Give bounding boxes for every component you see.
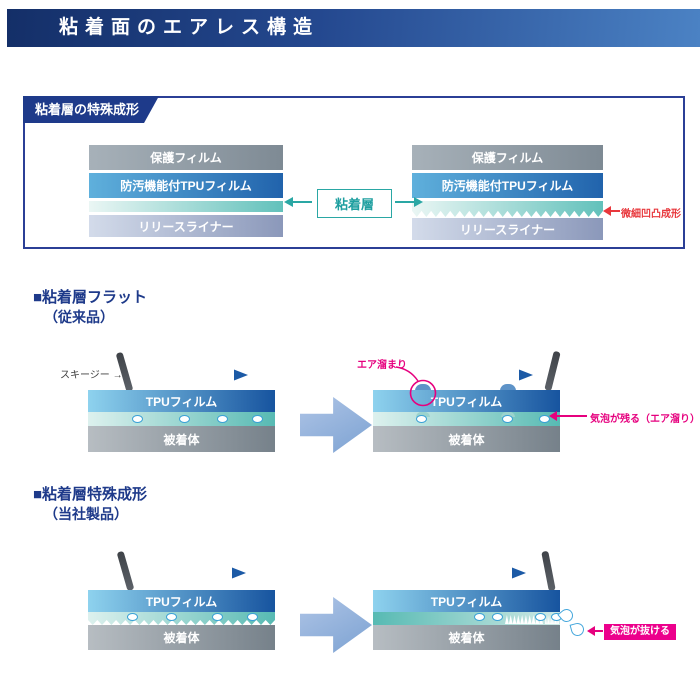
flow-arrow-icon <box>138 567 246 579</box>
substrate-label: 被着体 <box>163 631 200 645</box>
tpu-film-label: TPUフィルム <box>430 394 503 409</box>
block-arrow-icon <box>300 397 372 453</box>
tpu-film-layer: TPUフィルム <box>88 590 275 612</box>
adhesive-label-box: 粘着層 <box>317 189 392 218</box>
micro-texture-note: 微細凹凸成形 <box>621 209 681 220</box>
tpu-film-label: TPUフィルム <box>430 594 503 609</box>
air-bubble <box>416 415 427 423</box>
protect-film-label: 保護フィルム <box>471 151 544 165</box>
right-stack-release-liner-layer: リリースライナー <box>412 218 603 240</box>
left-stack-adhesive-layer <box>89 201 283 212</box>
air-bump-icon <box>500 384 516 391</box>
squeegee-icon <box>544 350 561 392</box>
bubble-remains-note: 気泡が残る（エア溜り） <box>590 414 700 425</box>
section-flat-subheading: （従来品） <box>44 309 114 325</box>
panel-tab-label: 粘着層の特殊成形 <box>35 102 140 117</box>
tpu-film-layer: TPUフィルム <box>373 590 560 612</box>
release-liner-label: リリースライナー <box>138 219 234 234</box>
air-bubble <box>492 613 503 621</box>
right-stack-tpu-film-layer: 防汚機能付TPUフィルム <box>412 173 603 198</box>
protect-film-label: 保護フィルム <box>150 151 222 165</box>
squeegee-icon <box>541 550 556 592</box>
substrate-layer: 被着体 <box>88 625 275 650</box>
air-bump-icon <box>416 412 430 417</box>
arrow-left-icon <box>284 197 312 207</box>
page-title-bar: 粘着面のエアレス構造 <box>7 9 700 47</box>
air-bubble <box>502 415 513 423</box>
squeegee-icon <box>116 550 135 592</box>
escaped-droplet-icon <box>569 621 586 638</box>
tpu-film-layer: TPUフィルム <box>88 390 275 412</box>
left-stack-protect-film-layer: 保護フィルム <box>89 145 283 170</box>
block-arrow-icon <box>300 597 372 653</box>
section-flat-heading: ■粘着層フラット <box>33 289 148 306</box>
air-bubble <box>132 415 143 423</box>
tpu-film-label: TPUフィルム <box>145 594 218 609</box>
release-liner-label: リリースライナー <box>459 222 556 237</box>
section-formed-subheading: （当社製品） <box>44 506 128 522</box>
substrate-label: 被着体 <box>448 631 485 645</box>
substrate-layer: 被着体 <box>373 625 560 650</box>
adhesive-layer <box>373 412 560 426</box>
left-stack-tpu-film-layer: 防汚機能付TPUフィルム <box>89 173 283 198</box>
substrate-label: 被着体 <box>448 432 485 447</box>
air-bubble <box>179 415 190 423</box>
bubble-remains-arrow-icon <box>549 411 587 421</box>
air-bubble <box>212 613 223 621</box>
tpu-film-label: 防汚機能付TPUフィルム <box>441 179 574 193</box>
substrate-label: 被着体 <box>163 432 200 447</box>
tpu-film-label: TPUフィルム <box>145 394 218 409</box>
air-bubble <box>247 613 258 621</box>
tpu-film-layer: TPUフィルム <box>373 390 560 412</box>
bubble-escapes-arrow-icon <box>587 626 603 636</box>
squeegee-label: スキージー → <box>60 370 123 381</box>
arrow-right-icon <box>395 197 423 207</box>
air-bubble <box>535 613 546 621</box>
flow-arrow-icon <box>425 369 533 381</box>
substrate-layer: 被着体 <box>88 426 275 452</box>
escaped-droplet-icon <box>557 606 576 625</box>
right-stack-protect-film-layer: 保護フィルム <box>412 145 603 170</box>
air-bubble <box>166 613 177 621</box>
air-bubble <box>252 415 263 423</box>
air-bubble <box>127 613 138 621</box>
air-bubble <box>217 415 228 423</box>
adhesive-label: 粘着層 <box>334 197 374 212</box>
bubble-escapes-badge: 気泡が抜ける <box>604 624 676 640</box>
substrate-layer: 被着体 <box>373 426 560 452</box>
air-pocket-circle-icon <box>395 366 437 407</box>
air-pocket-label: エア溜まり <box>357 360 407 371</box>
air-bump-icon <box>415 384 431 391</box>
micro-texture-arrow-icon <box>603 206 620 216</box>
tpu-film-label: 防汚機能付TPUフィルム <box>120 179 252 193</box>
air-bump-icon <box>501 412 515 417</box>
flow-arrow-icon <box>140 369 248 381</box>
flow-arrow-icon <box>418 567 526 579</box>
air-bubble <box>474 613 485 621</box>
page-title: 粘着面のエアレス構造 <box>59 17 320 38</box>
left-stack-release-liner-layer: リリースライナー <box>89 215 283 237</box>
section-formed-heading: ■粘着層特殊成形 <box>33 486 148 503</box>
panel-tab: 粘着層の特殊成形 <box>23 96 159 123</box>
